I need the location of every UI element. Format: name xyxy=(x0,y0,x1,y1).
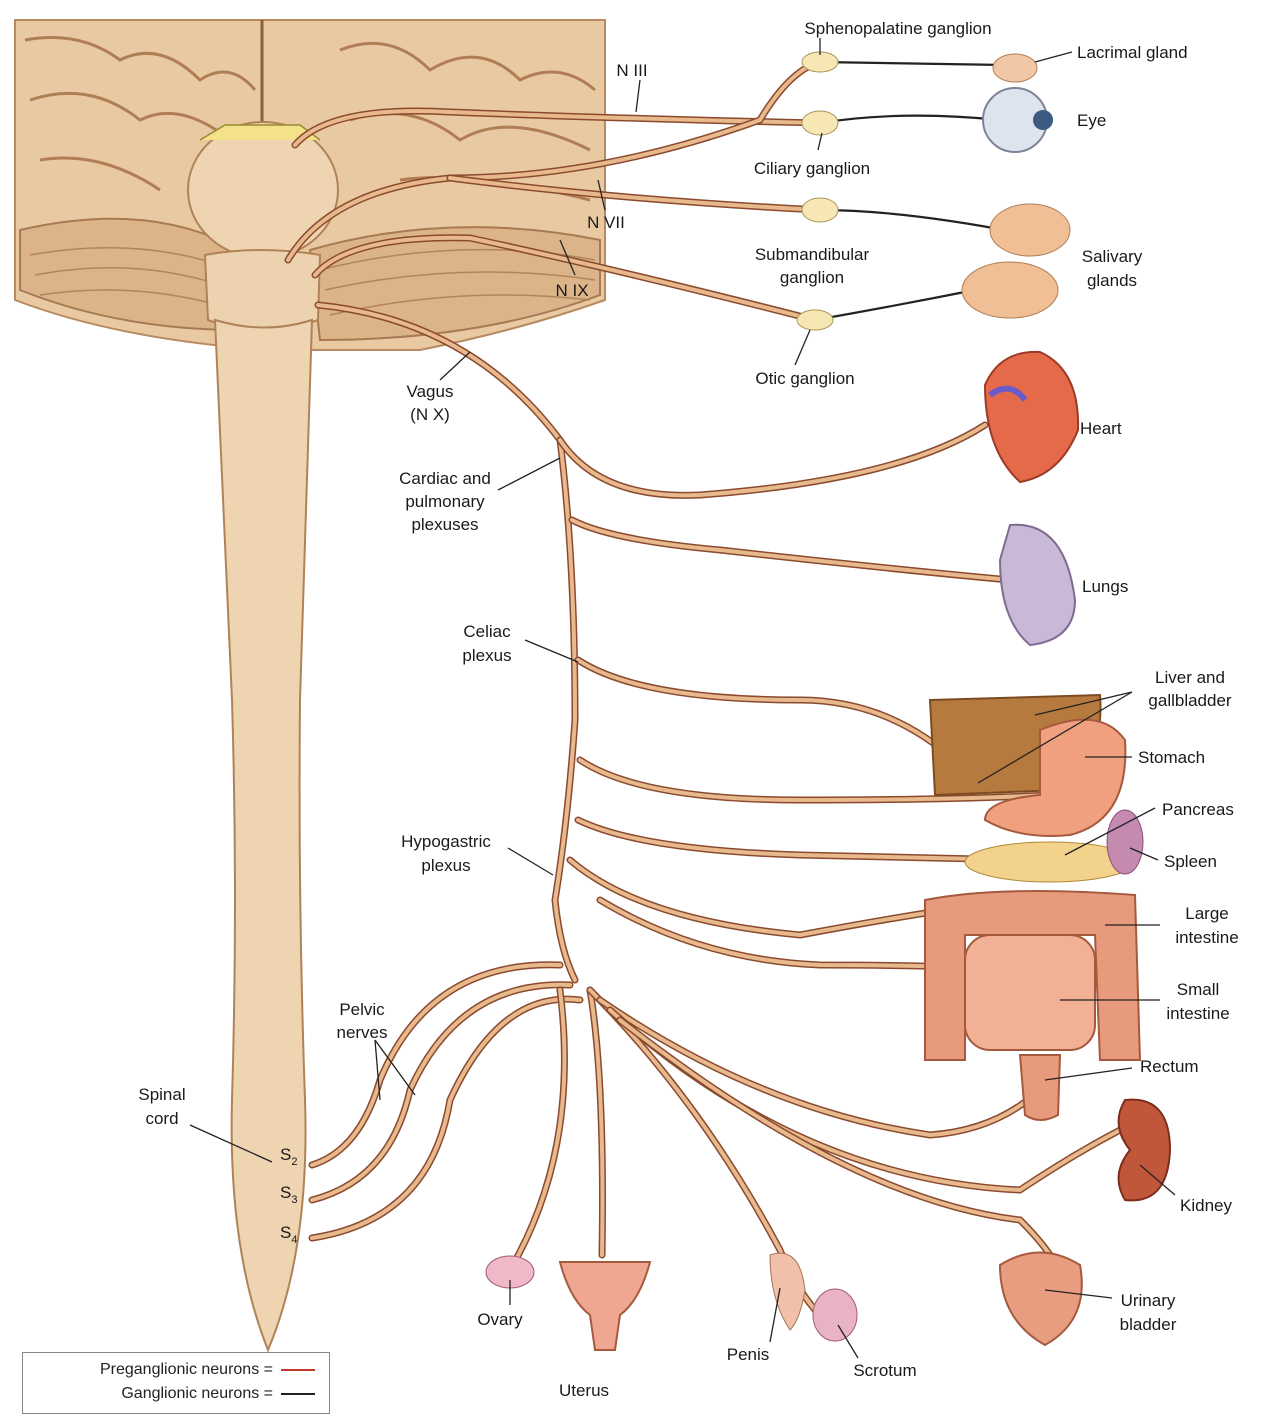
lungs-shape xyxy=(998,523,1077,647)
label-s4: S4 xyxy=(280,1223,297,1246)
label-celiac-2: plexus xyxy=(462,646,511,665)
label-s3: S3 xyxy=(280,1183,297,1206)
label-uterus: Uterus xyxy=(559,1381,609,1400)
salivary-gland-upper xyxy=(989,203,1071,257)
label-sphenopalatine-ganglion: Sphenopalatine ganglion xyxy=(804,19,991,38)
label-spleen: Spleen xyxy=(1164,852,1217,871)
label-spinal-cord-2: cord xyxy=(145,1109,178,1128)
label-s2: S2 xyxy=(280,1145,297,1168)
label-lacrimal-gland: Lacrimal gland xyxy=(1077,43,1188,62)
text-labels: Sphenopalatine ganglion Lacrimal gland N… xyxy=(138,19,1238,1400)
label-lungs: Lungs xyxy=(1082,577,1128,596)
label-rectum: Rectum xyxy=(1140,1057,1199,1076)
brain-illustration xyxy=(14,19,606,351)
label-penis: Penis xyxy=(727,1345,770,1364)
leader-lines xyxy=(189,38,1176,1359)
label-spinal-cord-1: Spinal xyxy=(138,1085,185,1104)
label-small-intestine-1: Small xyxy=(1177,980,1220,999)
label-hypogastric-1: Hypogastric xyxy=(401,832,491,851)
stomach-shape xyxy=(983,718,1127,837)
ganglionic-swatch xyxy=(281,1393,315,1395)
label-cardiac-1: Cardiac and xyxy=(399,469,491,488)
label-urinary-bladder-2: bladder xyxy=(1120,1315,1177,1334)
label-pelvic-nerves-2: nerves xyxy=(336,1023,387,1042)
kidney-shape xyxy=(1117,1098,1172,1202)
heart-shape xyxy=(983,350,1080,484)
label-heart: Heart xyxy=(1080,419,1122,438)
label-submandibular-ganglion-1: Submandibular xyxy=(755,245,870,264)
label-ovary: Ovary xyxy=(477,1310,523,1329)
legend-preganglionic: Preganglionic neurons = xyxy=(100,1361,315,1379)
label-cardiac-2: pulmonary xyxy=(405,492,485,511)
vagus-nerves xyxy=(308,301,1134,1334)
label-stomach: Stomach xyxy=(1138,748,1205,767)
legend-ganglionic-label: Ganglionic neurons = xyxy=(121,1385,273,1402)
label-n-vii: N VII xyxy=(587,213,625,232)
legend-ganglionic: Ganglionic neurons = xyxy=(121,1385,315,1403)
salivary-gland-lower xyxy=(961,261,1059,319)
small-intestine-shape xyxy=(964,934,1096,1051)
label-vagus-1: Vagus xyxy=(407,382,454,401)
large-intestine-shape xyxy=(924,890,1142,1061)
label-submandibular-ganglion-2: ganglion xyxy=(780,268,844,287)
penis-shape xyxy=(769,1252,806,1331)
rectum-shape xyxy=(1018,1054,1062,1121)
legend-preganglionic-label: Preganglionic neurons = xyxy=(99,1361,273,1378)
label-salivary-glands-2: glands xyxy=(1087,271,1137,290)
label-scrotum: Scrotum xyxy=(853,1361,916,1380)
spinal-cord-illustration xyxy=(213,318,314,1353)
uterus-shape xyxy=(558,1261,652,1351)
label-pancreas: Pancreas xyxy=(1162,800,1234,819)
label-n-iii: N III xyxy=(616,61,647,80)
legend: Preganglionic neurons = Ganglionic neuro… xyxy=(22,1352,330,1414)
label-eye: Eye xyxy=(1077,111,1106,130)
label-small-intestine-2: intestine xyxy=(1166,1004,1229,1023)
label-salivary-glands-1: Salivary xyxy=(1082,247,1143,266)
label-large-intestine-2: intestine xyxy=(1175,928,1238,947)
urinary-bladder-shape xyxy=(998,1251,1083,1347)
scrotum-shape xyxy=(812,1288,858,1342)
cranial-nerves xyxy=(284,51,1016,331)
label-cardiac-3: plexuses xyxy=(411,515,478,534)
preganglionic-swatch xyxy=(281,1369,315,1371)
label-celiac-1: Celiac xyxy=(463,622,511,641)
lacrimal-gland-shape xyxy=(992,53,1038,83)
label-n-ix: N IX xyxy=(555,281,588,300)
label-otic-ganglion: Otic ganglion xyxy=(755,369,854,388)
label-urinary-bladder-1: Urinary xyxy=(1121,1291,1176,1310)
label-kidney: Kidney xyxy=(1180,1196,1232,1215)
label-ciliary-ganglion: Ciliary ganglion xyxy=(754,159,870,178)
organs xyxy=(485,53,1172,1351)
label-pelvic-nerves-1: Pelvic xyxy=(339,1000,385,1019)
label-hypogastric-2: plexus xyxy=(421,856,470,875)
label-liver-1: Liver and xyxy=(1155,668,1225,687)
label-vagus-2: (N X) xyxy=(410,405,450,424)
spleen-shape xyxy=(1106,809,1144,875)
label-liver-2: gallbladder xyxy=(1148,691,1232,710)
label-large-intestine-1: Large xyxy=(1185,904,1228,923)
